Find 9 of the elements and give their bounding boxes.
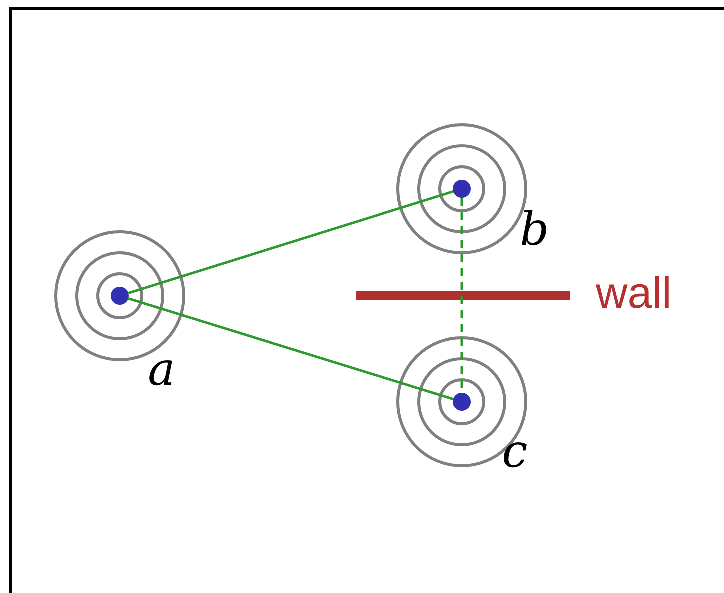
connector-line	[128, 297, 454, 401]
source-dot	[453, 393, 471, 411]
point-label: c	[502, 428, 528, 474]
point-label: b	[520, 206, 550, 252]
wall-label: wall	[596, 272, 672, 316]
source-dot	[111, 287, 129, 305]
source-dot	[453, 180, 471, 198]
point-label: a	[148, 346, 176, 392]
connector-line	[128, 190, 454, 294]
